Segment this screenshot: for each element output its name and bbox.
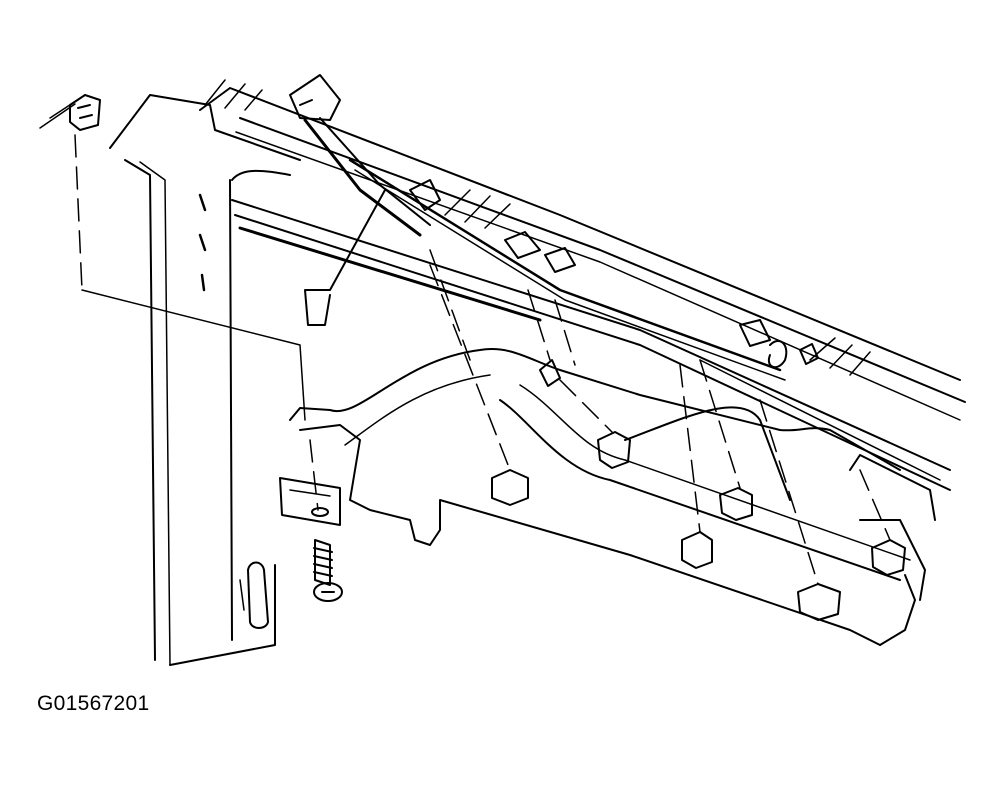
quarter-trim-panel [290, 349, 935, 645]
fastener-plate [280, 478, 340, 525]
upper-bracket [290, 75, 440, 325]
retainer-clips [492, 360, 905, 620]
screw-icon [312, 508, 342, 601]
wire-harness [350, 160, 818, 380]
leader-line [70, 95, 305, 420]
figure-id-label: G01567201 [37, 692, 150, 715]
body-pillar [110, 95, 300, 665]
alignment-lines [75, 135, 890, 584]
